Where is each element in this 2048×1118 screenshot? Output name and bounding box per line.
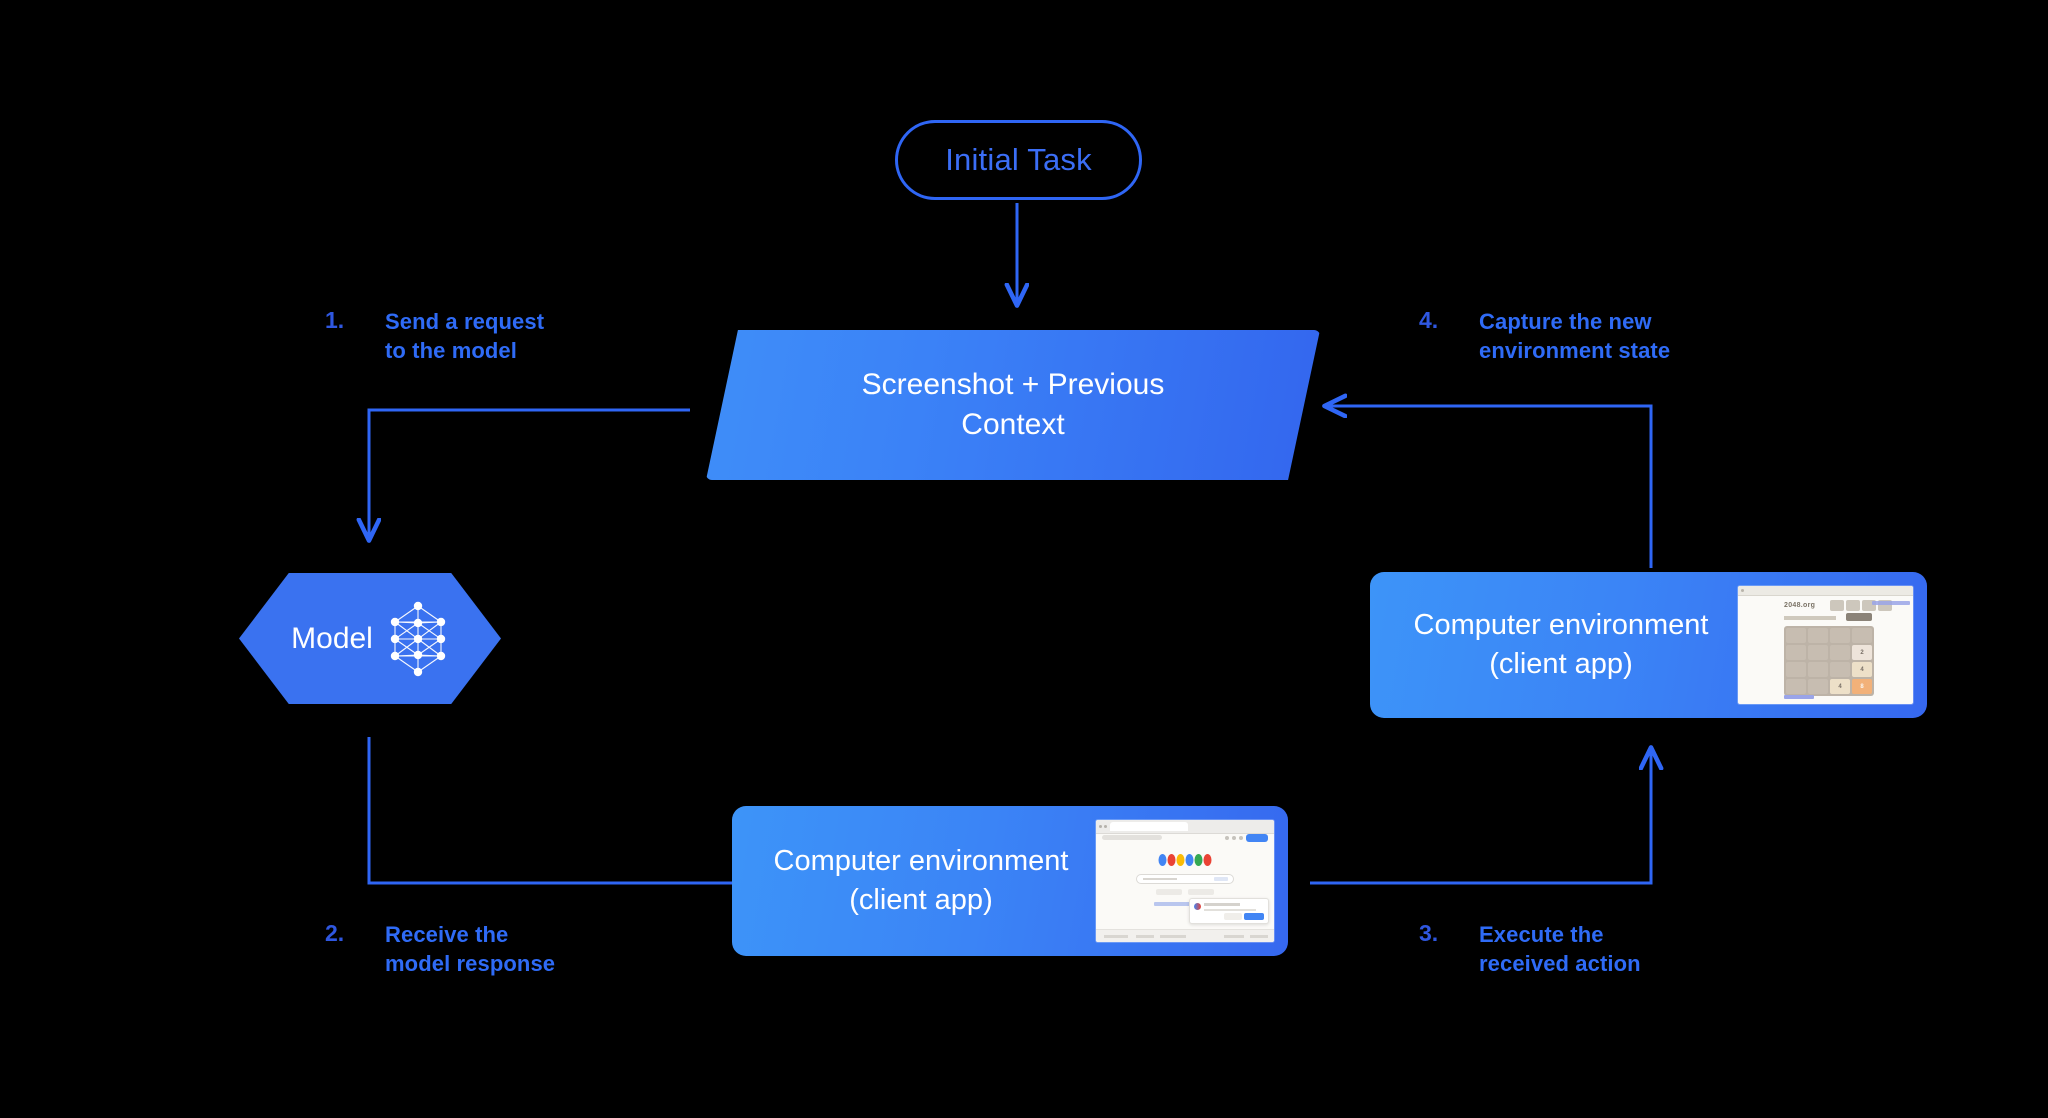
game-cell xyxy=(1808,628,1828,643)
wire-context-to-model xyxy=(369,408,690,540)
google-logo xyxy=(1158,854,1212,866)
game-cell xyxy=(1830,645,1850,660)
step-1-number: 1. xyxy=(325,307,345,333)
game-cell xyxy=(1786,679,1806,694)
game-cell: 4 xyxy=(1830,679,1850,694)
browser-address-bar xyxy=(1102,835,1162,840)
env-top-label-line1: Computer environment xyxy=(1413,609,1709,642)
wire-env-top-to-context xyxy=(1325,406,1653,568)
env-card-top[interactable]: Computer environment (client app) 2048.o… xyxy=(1370,572,1927,718)
step-1-line1: Send a request xyxy=(385,309,545,334)
game-cell: 8 xyxy=(1852,679,1872,694)
screenshot-context-node[interactable]: Screenshot + Previous Context xyxy=(706,330,1320,480)
model-label: Model xyxy=(291,621,373,655)
browser-toolbar-right xyxy=(1225,834,1268,842)
step-4-line2: environment state xyxy=(1479,338,1671,364)
step-3-number: 3. xyxy=(1419,920,1439,946)
game-cell xyxy=(1830,662,1850,677)
step-3-line2: received action xyxy=(1479,951,1641,977)
google-footer xyxy=(1096,929,1274,942)
wire-model-to-env-bottom xyxy=(367,737,768,883)
game-footer xyxy=(1784,695,1870,700)
step-1-line2: to the model xyxy=(385,338,517,364)
browser-titlebar xyxy=(1096,820,1274,834)
step-2-caption: Receive the model response xyxy=(385,920,555,979)
initial-task-label: Initial Task xyxy=(945,142,1092,177)
step-4-line1: Capture the new xyxy=(1479,309,1652,334)
step-2-number: 2. xyxy=(325,920,345,946)
game-cell xyxy=(1786,662,1806,677)
game-cell xyxy=(1786,628,1806,643)
google-language-links xyxy=(1154,902,1216,906)
step-2-line1: Receive the xyxy=(385,922,509,947)
step-3-caption: Execute the received action xyxy=(1479,920,1641,979)
thumbnail-2048-game: 2048.org 2 4 4 8 xyxy=(1738,586,1913,704)
step-2-line2: model response xyxy=(385,951,556,977)
neural-network-icon xyxy=(390,601,446,676)
context-label: Screenshot + Previous Context xyxy=(862,365,1165,444)
env-bottom-label-line2: (client app) xyxy=(849,884,993,916)
game-subtitle xyxy=(1784,616,1836,620)
step-4: 4. Capture the new environment state xyxy=(1419,307,1670,366)
env-top-label-line2: (client app) xyxy=(1489,648,1633,680)
game-score-boxes xyxy=(1830,600,1892,611)
game-cell xyxy=(1808,679,1828,694)
step-4-caption: Capture the new environment state xyxy=(1479,307,1670,366)
step-3-line1: Execute the xyxy=(1479,922,1604,947)
env-bottom-label-line1: Computer environment xyxy=(773,845,1069,878)
context-label-line2: Context xyxy=(961,408,1065,441)
google-search-box xyxy=(1136,874,1234,884)
game-new-game-button xyxy=(1846,613,1872,621)
browser-titlebar xyxy=(1738,586,1913,596)
game-site-title: 2048.org xyxy=(1784,602,1816,609)
step-2: 2. Receive the model response xyxy=(325,920,555,979)
game-cell xyxy=(1830,628,1850,643)
game-cell: 4 xyxy=(1852,662,1872,677)
game-cell xyxy=(1808,662,1828,677)
env-bottom-label: Computer environment (client app) xyxy=(732,842,1096,920)
step-1-caption: Send a request to the model xyxy=(385,307,544,366)
model-node[interactable]: Model xyxy=(239,573,501,704)
browser-tab xyxy=(1110,822,1188,831)
step-4-number: 4. xyxy=(1419,307,1439,333)
wire-env-bottom-to-env-top xyxy=(1310,748,1651,885)
initial-task-node[interactable]: Initial Task xyxy=(895,120,1142,200)
game-cell xyxy=(1852,628,1872,643)
thumbnail-google-search xyxy=(1096,820,1274,942)
game-grid: 2 4 4 8 xyxy=(1784,626,1874,696)
google-buttons xyxy=(1156,889,1214,895)
game-header-links xyxy=(1872,601,1910,605)
game-cell xyxy=(1808,645,1828,660)
env-card-bottom[interactable]: Computer environment (client app) xyxy=(732,806,1288,956)
env-top-label: Computer environment (client app) xyxy=(1370,606,1738,684)
google-popup-dialog xyxy=(1189,898,1269,924)
game-cell xyxy=(1786,645,1806,660)
context-label-line1: Screenshot + Previous xyxy=(861,368,1165,402)
step-3: 3. Execute the received action xyxy=(1419,920,1641,979)
sign-in-button xyxy=(1246,834,1268,842)
game-cell: 2 xyxy=(1852,645,1872,660)
step-1: 1. Send a request to the model xyxy=(325,307,544,366)
